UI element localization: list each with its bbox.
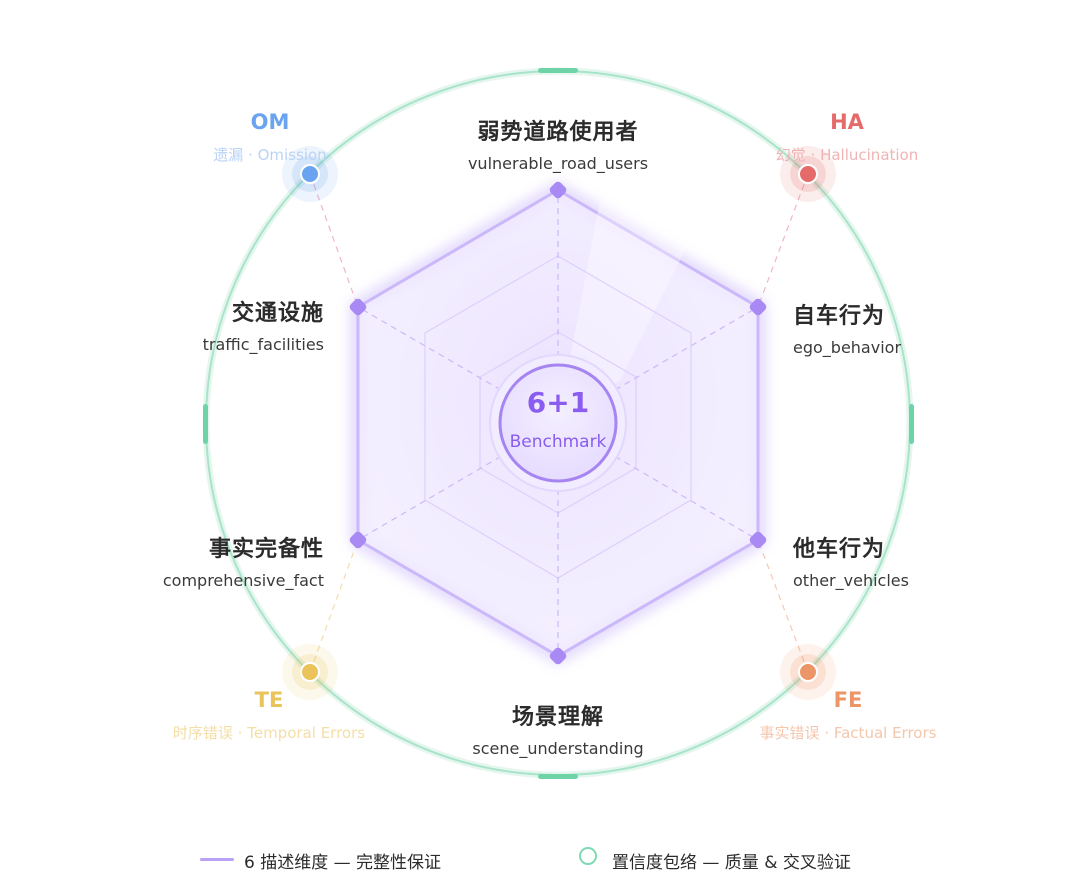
error-en: Temporal Errors: [247, 724, 366, 742]
error-label-fe: FE 事实错误 · Factual Errors: [760, 688, 937, 743]
dimension-zh: 自车行为: [793, 304, 886, 329]
error-code: OM: [250, 110, 290, 134]
dimension-zh: 弱势道路使用者: [477, 120, 639, 145]
error-zh: 遗漏: [213, 146, 244, 164]
error-node-ha: [798, 164, 818, 184]
center-node: [498, 363, 618, 483]
error-label-om: OM 遗漏 · Omission: [213, 110, 326, 165]
legend-envelope: 置信度包络 — 质量 & 交叉验证: [612, 853, 851, 873]
legend-line-swatch: [200, 858, 234, 861]
dimension-en: vulnerable_road_users: [467, 154, 649, 173]
error-code: TE: [254, 688, 284, 712]
dimension-en: other_vehicles: [793, 571, 909, 590]
dimension-zh: 场景理解: [511, 705, 604, 730]
ring-tick-top: [538, 68, 578, 73]
error-zh: 时序错误: [172, 724, 233, 742]
error-desc: 事实错误 · Factual Errors: [759, 724, 937, 742]
ring-tick-left: [203, 404, 208, 444]
error-code: FE: [833, 688, 863, 712]
dimension-label-lower-right: 他车行为 other_vehicles: [793, 531, 909, 590]
dimension-en: traffic_facilities: [202, 335, 324, 354]
vertex-dots: [349, 181, 767, 665]
error-en: Omission: [257, 146, 327, 164]
dimension-zh: 事实完备性: [208, 537, 324, 562]
dimension-en: comprehensive_fact: [162, 571, 324, 590]
error-label-te: TE 时序错误 · Temporal Errors: [173, 688, 365, 743]
dimension-en: scene_understanding: [472, 739, 644, 758]
error-desc: 遗漏 · Omission: [213, 146, 327, 164]
center-word: Benchmark: [509, 432, 607, 452]
dimension-label-lower-left: 事实完备性 comprehensive_fact: [163, 531, 324, 590]
error-en: Factual Errors: [833, 724, 937, 742]
legend-ring-swatch: [579, 847, 597, 865]
dimension-en: ego_behavior: [793, 338, 902, 357]
dimension-label-upper-left: 交通设施 traffic_facilities: [203, 295, 324, 354]
error-zh: 事实错误: [759, 724, 820, 742]
dimension-label-bottom: 场景理解 scene_understanding: [472, 699, 643, 758]
error-code: HA: [830, 110, 864, 134]
error-connectors: [309, 173, 809, 673]
error-zh: 幻觉: [775, 146, 806, 164]
ring-tick-bottom: [538, 774, 578, 779]
error-desc: 幻觉 · Hallucination: [775, 146, 919, 164]
dimension-zh: 他车行为: [793, 537, 886, 562]
error-desc: 时序错误 · Temporal Errors: [172, 724, 366, 742]
error-node-te: [300, 662, 320, 682]
error-en: Hallucination: [820, 146, 919, 164]
dimension-zh: 交通设施: [231, 301, 324, 326]
error-label-ha: HA 幻觉 · Hallucination: [776, 110, 919, 165]
error-node-om: [300, 164, 320, 184]
dimension-label-top: 弱势道路使用者 vulnerable_road_users: [468, 114, 648, 173]
dimension-label-upper-right: 自车行为 ego_behavior: [793, 298, 901, 357]
error-nodes: [282, 146, 836, 700]
center-number: 6+1: [526, 386, 590, 419]
ring-tick-right: [909, 404, 914, 444]
error-node-fe: [798, 662, 818, 682]
legend-dimensions: 6 描述维度 — 完整性保证: [244, 853, 442, 873]
